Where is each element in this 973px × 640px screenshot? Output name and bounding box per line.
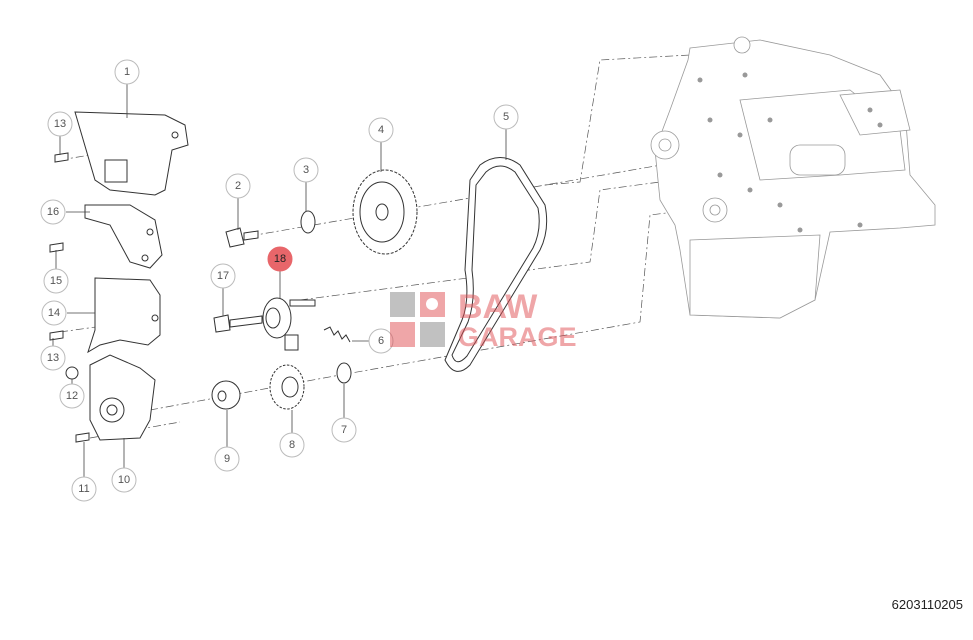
callout-15[interactable]: 15 (43, 268, 69, 294)
callout-7[interactable]: 7 (331, 417, 357, 443)
svg-text:6: 6 (378, 335, 384, 347)
callout-6[interactable]: 6 (368, 328, 394, 354)
timing-cover-upper (74, 111, 189, 196)
callout-16[interactable]: 16 (40, 199, 66, 225)
tensioner-pulley-18 (262, 297, 316, 351)
svg-text:4: 4 (378, 124, 384, 136)
callout-3[interactable]: 3 (293, 157, 319, 183)
callout-8[interactable]: 8 (279, 432, 305, 458)
svg-text:12: 12 (66, 390, 78, 402)
svg-text:18: 18 (274, 253, 286, 265)
callout-12[interactable]: 12 (59, 383, 85, 409)
timing-cover-lower (89, 354, 156, 441)
svg-text:10: 10 (118, 474, 130, 486)
callout-2[interactable]: 2 (225, 173, 251, 199)
washer-9 (211, 380, 241, 410)
piston-icon (390, 292, 415, 317)
washer-3 (300, 210, 316, 234)
spring-6 (323, 326, 351, 343)
timing-belt-icon (390, 322, 415, 347)
svg-text:17: 17 (217, 270, 229, 282)
bolt-2 (225, 227, 259, 248)
callout-11[interactable]: 11 (71, 476, 97, 502)
crankshaft-gear-8 (269, 364, 305, 410)
bolt-17 (213, 314, 263, 333)
callout-13-lower[interactable]: 13 (40, 345, 66, 371)
washer-7 (336, 362, 352, 384)
timing-cover-middle (87, 277, 161, 354)
svg-text:7: 7 (341, 424, 347, 436)
timing-belt (444, 157, 548, 372)
svg-text:1: 1 (124, 66, 130, 78)
bolts-left (49, 152, 90, 443)
callout-18-selected[interactable]: 18 (267, 246, 293, 272)
document-number: 6203110205 (891, 597, 963, 612)
svg-text:14: 14 (48, 307, 60, 319)
engine-block (650, 36, 936, 319)
svg-text:15: 15 (50, 275, 62, 287)
svg-text:16: 16 (47, 206, 59, 218)
svg-text:11: 11 (78, 483, 89, 495)
callout-4[interactable]: 4 (368, 117, 394, 143)
svg-text:GARAGE: GARAGE (458, 322, 577, 352)
watermark-logo: BAW GARAGE (390, 288, 577, 352)
callout-10[interactable]: 10 (111, 467, 137, 493)
bracket (84, 204, 163, 269)
callout-17[interactable]: 17 (210, 263, 236, 289)
callout-5[interactable]: 5 (493, 104, 519, 130)
svg-text:BAW: BAW (458, 288, 538, 326)
svg-text:8: 8 (289, 439, 295, 451)
svg-text:13: 13 (47, 352, 59, 364)
svg-text:2: 2 (235, 180, 241, 192)
callout-1[interactable]: 1 (114, 59, 140, 85)
callout-13-upper[interactable]: 13 (47, 111, 73, 137)
callout-9[interactable]: 9 (214, 446, 240, 472)
leader-lines (52, 84, 507, 477)
callout-14[interactable]: 14 (41, 300, 67, 326)
spark-plug-icon (420, 322, 445, 347)
svg-text:3: 3 (303, 164, 309, 176)
svg-text:5: 5 (503, 111, 509, 123)
svg-text:13: 13 (54, 118, 66, 130)
camshaft-gear-4 (352, 169, 418, 255)
svg-text:9: 9 (224, 453, 230, 465)
